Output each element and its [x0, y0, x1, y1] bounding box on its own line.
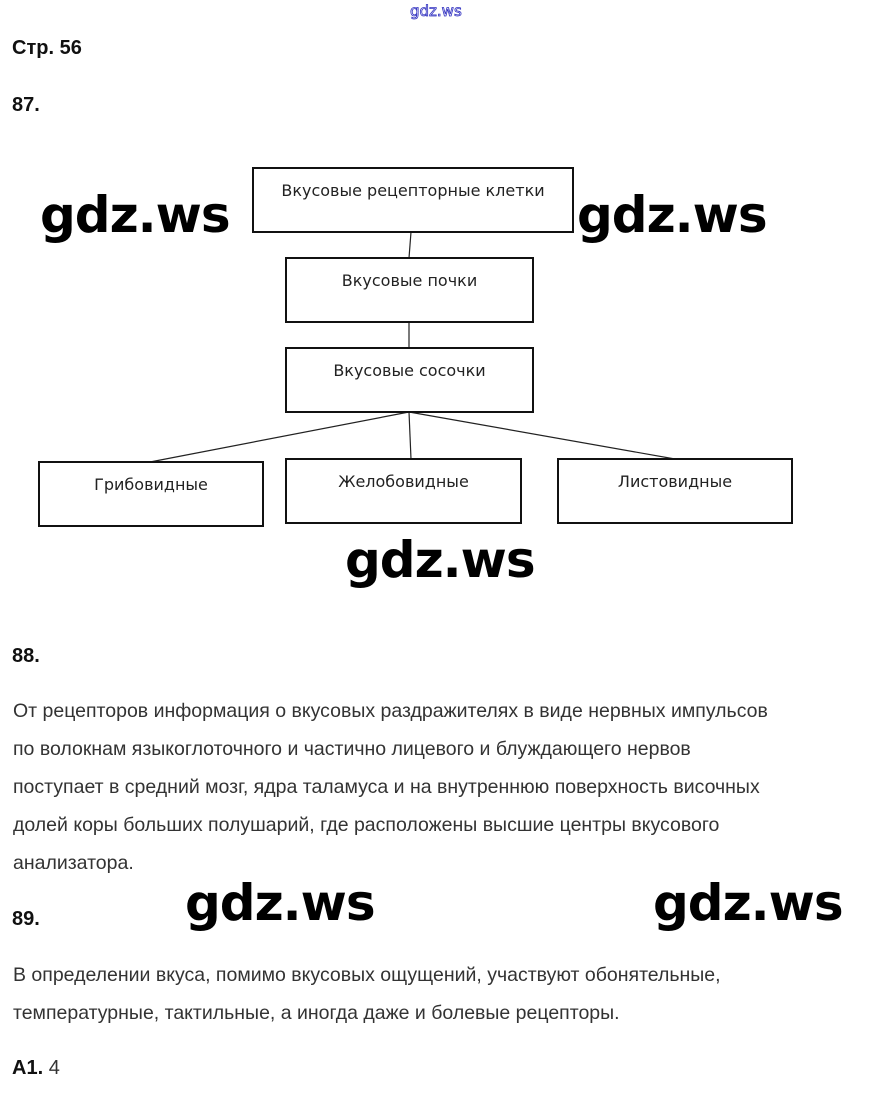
task-89-line: В определении вкуса, помимо вкусовых ощу…	[13, 964, 721, 986]
task-88-line: долей коры больших полушарий, где распол…	[13, 814, 720, 836]
connector	[408, 411, 412, 460]
watermark: gdz.ws	[577, 186, 768, 244]
diagram-node-receptor-cells: Вкусовые рецепторные клетки	[252, 167, 574, 233]
a1-value: 4	[48, 1057, 60, 1079]
diagram-node-foliate: Листовидные	[557, 458, 793, 524]
task-88-number: 88.	[12, 645, 40, 667]
diagram-node-fungiform: Грибовидные	[38, 461, 264, 527]
diagram-connectors	[149, 231, 676, 463]
watermark: gdz.ws	[345, 531, 536, 589]
task-89-number: 89.	[12, 908, 40, 930]
task-89-line: температурные, тактильные, а иногда даже…	[13, 1002, 620, 1024]
watermark: gdz.ws	[185, 874, 376, 932]
connector	[149, 411, 410, 463]
diagram-node-circumvallate: Желобовидные	[285, 458, 522, 524]
a1-answer: А1. 4	[12, 1057, 60, 1080]
watermark: gdz.ws	[653, 874, 844, 932]
task-88-line: по волокнам языкоглоточного и частично л…	[13, 738, 691, 760]
task-88-line: анализатора.	[13, 852, 134, 874]
task-87-number: 87.	[12, 94, 40, 116]
page-label: Стр. 56	[12, 37, 82, 59]
connector	[408, 231, 412, 259]
watermark: gdz.ws	[40, 186, 231, 244]
a1-label: А1.	[12, 1057, 44, 1079]
watermark-top[interactable]: gdz.ws	[410, 2, 463, 21]
task-88-line: От рецепторов информация о вкусовых разд…	[13, 700, 768, 722]
task-88-line: поступает в средний мозг, ядра таламуса …	[13, 776, 760, 798]
connector	[408, 411, 676, 460]
diagram-node-taste-buds: Вкусовые почки	[285, 257, 534, 323]
diagram-node-papillae: Вкусовые сосочки	[285, 347, 534, 413]
